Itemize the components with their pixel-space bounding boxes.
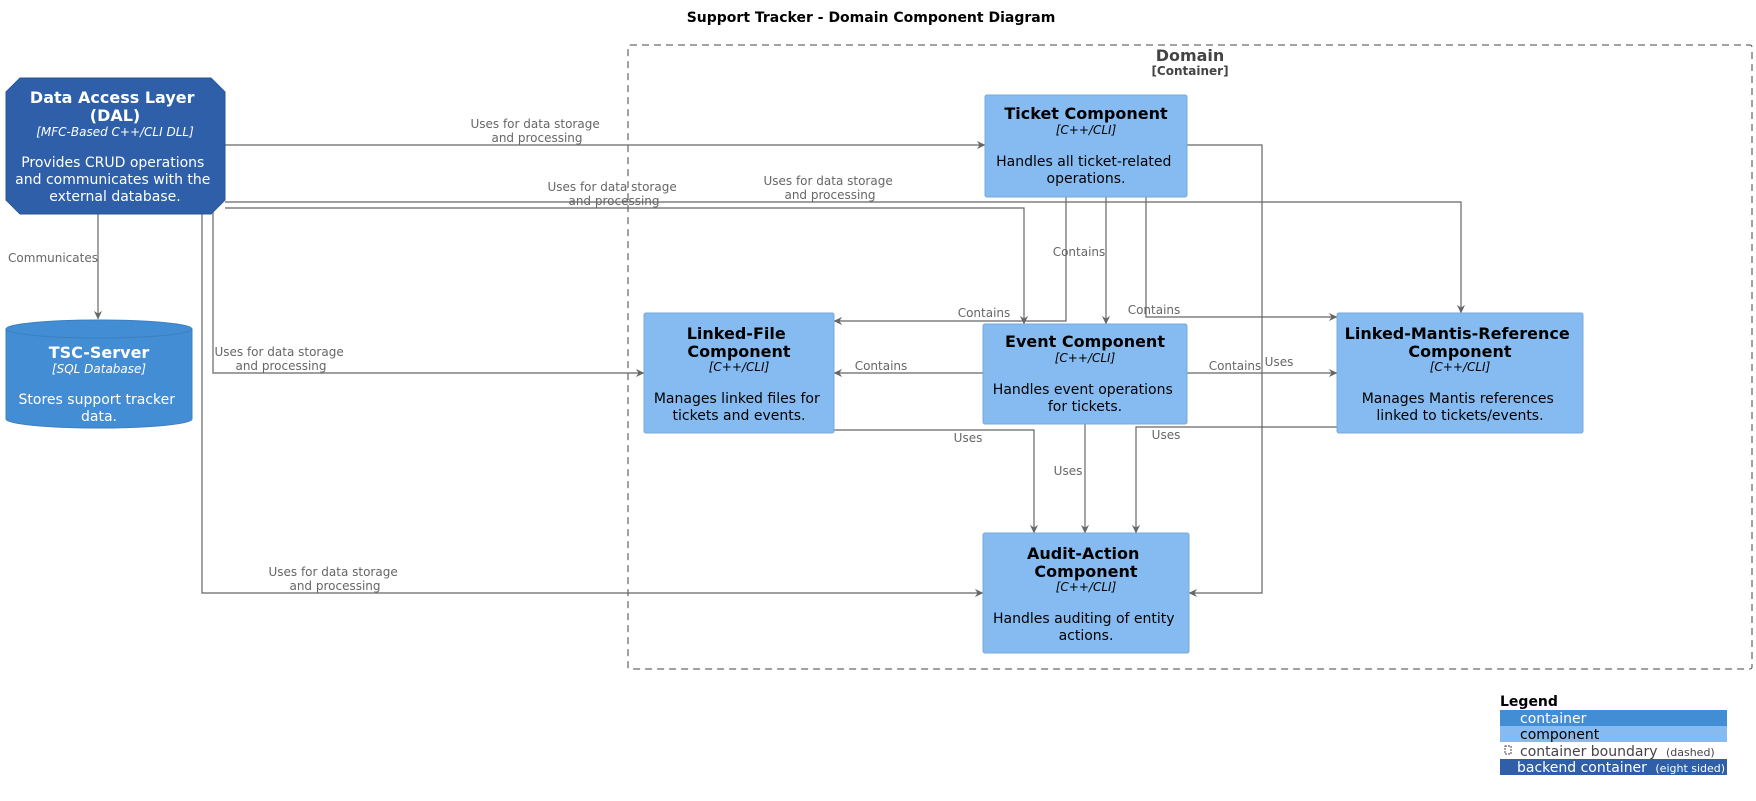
node-linked-mantis-reference-component[interactable]: Linked-Mantis-Reference Component [C++/C… <box>1336 312 1584 434</box>
node-linked-file-component[interactable]: Linked-File Component [C++/CLI] Manages … <box>643 312 835 434</box>
node-description: Handles event operations for tickets. <box>993 382 1177 415</box>
boundary-swatch-icon <box>1504 745 1512 755</box>
node-description: Provides CRUD operations and communicate… <box>15 155 215 205</box>
node-name: Data Access Layer (DAL) <box>30 88 200 125</box>
node-name: Ticket Component <box>1004 104 1168 123</box>
node-technology: [C++/CLI] <box>1056 123 1117 137</box>
legend-item-component: component <box>1500 726 1727 743</box>
domain-boundary: Domain [Container] <box>627 44 1753 670</box>
edge-ticket-audit <box>1187 144 1263 598</box>
database-icon <box>5 319 193 429</box>
node-name: Linked-Mantis-Reference Component <box>1345 324 1576 361</box>
legend-title: Legend <box>1500 694 1558 710</box>
edge-label-event-linkedfile: Contains <box>855 359 908 373</box>
node-data-access-layer[interactable]: Data Access Layer (DAL) [MFC-Based C++/C… <box>5 77 226 215</box>
node-technology: [C++/CLI] <box>1056 580 1117 594</box>
edge-dal-event <box>225 207 1029 325</box>
node-technology: [C++/CLI] <box>709 360 770 374</box>
node-technology: [MFC-Based C++/CLI DLL] <box>36 125 194 139</box>
node-name: Event Component <box>1005 332 1165 351</box>
node-technology: [C++/CLI] <box>1055 351 1116 365</box>
octagon-shape <box>5 77 226 215</box>
node-description: Handles auditing of entity actions. <box>993 611 1179 644</box>
node-technology: [SQL Database] <box>52 362 147 376</box>
edge-label-ticket-mantis: Contains <box>1128 303 1181 317</box>
legend-item-backend-container: backend container (eight sided) <box>1500 759 1727 776</box>
node-ticket-component[interactable]: Ticket Component [C++/CLI] Handles all t… <box>984 94 1188 198</box>
node-technology: [C++/CLI] <box>1430 360 1491 374</box>
node-description: Stores support tracker data. <box>19 392 180 425</box>
legend-label: component <box>1520 727 1600 743</box>
edge-label-ticket-event: Contains <box>1053 245 1106 259</box>
edge-label-dal-event: Uses for data storage and processing <box>547 180 680 208</box>
edge-label-event-mantis: Contains <box>1209 359 1262 373</box>
edge-label-dal-mantis: Uses for data storage and processing <box>763 174 896 202</box>
legend-item-container-boundary: container boundary (dashed) <box>1500 742 1727 760</box>
database-rim <box>5 328 193 339</box>
node-name: Audit-Action Component <box>1027 544 1145 581</box>
legend: Legend container component container bou… <box>1500 694 1727 776</box>
edge-label-ticket-linkedfile: Contains <box>958 306 1011 320</box>
legend-label: container boundary <box>1520 744 1658 760</box>
edge-label-dal-ticket: Uses for data storage and processing <box>470 117 603 145</box>
node-description: Manages linked files for tickets and eve… <box>654 391 824 424</box>
edge-linkedfile-audit <box>834 429 1039 534</box>
edge-mantis-audit <box>1131 426 1337 534</box>
legend-note: (dashed) <box>1666 746 1715 759</box>
node-event-component[interactable]: Event Component [C++/CLI] Handles event … <box>982 323 1188 425</box>
legend-note: (eight sided) <box>1655 762 1725 775</box>
edges: Uses for data storage and processing Use… <box>8 117 1466 598</box>
edge-label-mantis-audit: Uses <box>1152 428 1181 442</box>
svg-text:backend container (eig: backend container (eight sided) <box>1517 760 1725 776</box>
edge-ticket-linkedfile <box>833 197 1067 326</box>
edge-dal-mantis <box>225 201 1466 314</box>
node-name: TSC-Server <box>49 343 150 362</box>
node-tsc-server[interactable]: TSC-Server [SQL Database] Stores support… <box>5 319 193 429</box>
svg-text:container boundary (da: container boundary (dashed) <box>1520 744 1715 760</box>
edge-label-dal-linkedfile: Uses for data storage and processing <box>214 345 347 373</box>
svg-text:container: container <box>1520 711 1587 727</box>
edge-label-event-audit: Uses <box>1054 464 1083 478</box>
node-name: Linked-File Component <box>687 324 792 361</box>
legend-label: backend container <box>1517 760 1647 776</box>
legend-item-container: container <box>1500 710 1727 727</box>
edge-label-dal-tsc: Communicates <box>8 251 98 265</box>
edge-dal-audit <box>201 213 984 598</box>
svg-text:component: component <box>1520 727 1600 743</box>
node-description: Handles all ticket-related operations. <box>996 154 1176 187</box>
boundary-type: [Container] <box>1151 64 1228 78</box>
node-audit-action-component[interactable]: Audit-Action Component [C++/CLI] Handles… <box>982 532 1190 654</box>
node-description: Manages Mantis references linked to tick… <box>1362 391 1559 424</box>
edge-dal-linkedfile <box>212 212 645 378</box>
edge-label-ticket-audit: Uses <box>1265 355 1294 369</box>
edge-ticket-mantis <box>1145 197 1338 322</box>
boundary-name: Domain <box>1156 46 1225 65</box>
edge-label-dal-audit: Uses for data storage and processing <box>268 565 401 593</box>
diagram-title: Support Tracker - Domain Component Diagr… <box>687 10 1056 26</box>
legend-label: container <box>1520 711 1587 727</box>
edge-label-linkedfile-audit: Uses <box>954 431 983 445</box>
